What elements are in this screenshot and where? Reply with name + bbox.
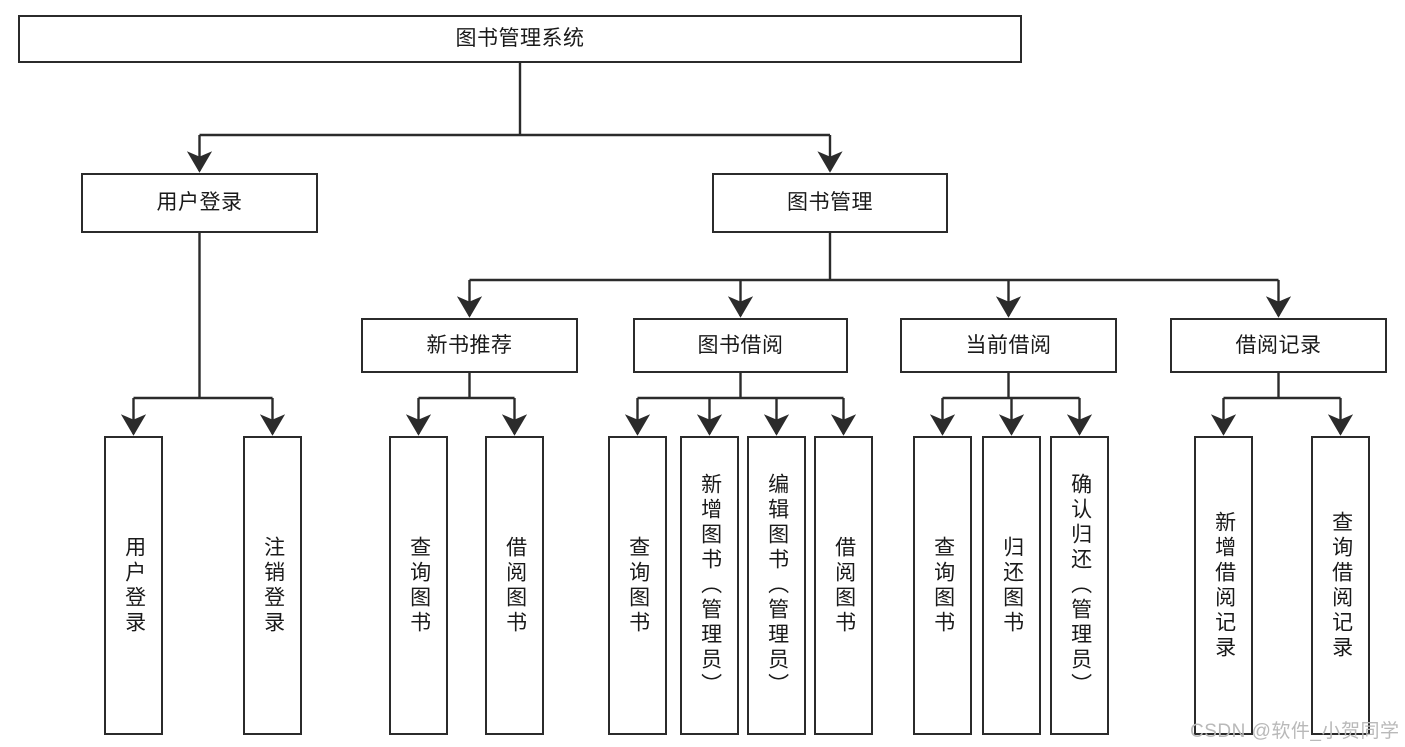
node-book-borrow[interactable]: 图书借阅 <box>633 318 848 373</box>
node-leaf-query-book-3[interactable]: 查询图书 <box>913 436 972 735</box>
node-label: 用户登录 <box>122 535 146 636</box>
node-leaf-add-book[interactable]: 新增图书（管理员） <box>680 436 739 735</box>
node-label: 当前借阅 <box>965 333 1052 357</box>
node-leaf-confirm-ret[interactable]: 确认归还（管理员） <box>1050 436 1109 735</box>
node-leaf-return-book[interactable]: 归还图书 <box>982 436 1041 735</box>
node-new-book-rec[interactable]: 新书推荐 <box>361 318 578 373</box>
node-label: 编辑图书（管理员） <box>765 473 789 698</box>
node-leaf-logout[interactable]: 注销登录 <box>243 436 302 735</box>
node-leaf-edit-book[interactable]: 编辑图书（管理员） <box>747 436 806 735</box>
node-label: 查询借阅记录 <box>1329 510 1353 661</box>
node-leaf-add-record[interactable]: 新增借阅记录 <box>1194 436 1253 735</box>
node-label: 归还图书 <box>1000 535 1024 636</box>
node-user-login[interactable]: 用户登录 <box>81 173 318 233</box>
node-label: 新书推荐 <box>426 333 513 357</box>
node-label: 查询图书 <box>407 535 431 636</box>
node-leaf-query-record[interactable]: 查询借阅记录 <box>1311 436 1370 735</box>
node-label: 查询图书 <box>626 535 650 636</box>
node-label: 图书借阅 <box>697 333 784 357</box>
node-label: 借阅记录 <box>1235 333 1322 357</box>
node-borrow-record[interactable]: 借阅记录 <box>1170 318 1387 373</box>
node-label: 借阅图书 <box>503 535 527 636</box>
node-label: 注销登录 <box>261 535 285 636</box>
node-label: 图书管理 <box>787 191 873 215</box>
node-root[interactable]: 图书管理系统 <box>18 15 1022 63</box>
node-label: 查询图书 <box>931 535 955 636</box>
node-leaf-query-book-2[interactable]: 查询图书 <box>608 436 667 735</box>
node-label: 图书管理系统 <box>455 27 585 51</box>
node-label: 新增图书（管理员） <box>698 473 722 698</box>
node-current-borrow[interactable]: 当前借阅 <box>900 318 1117 373</box>
node-label: 借阅图书 <box>832 535 856 636</box>
node-leaf-query-book-1[interactable]: 查询图书 <box>389 436 448 735</box>
node-label: 用户登录 <box>156 191 243 215</box>
node-book-manage[interactable]: 图书管理 <box>712 173 948 233</box>
node-leaf-user-login[interactable]: 用户登录 <box>104 436 163 735</box>
csdn-watermark: CSDN @软件_小贺同学 <box>1190 721 1400 742</box>
node-label: 确认归还（管理员） <box>1068 473 1092 698</box>
node-label: 新增借阅记录 <box>1212 510 1236 661</box>
node-leaf-borrow-book-2[interactable]: 借阅图书 <box>814 436 873 735</box>
node-leaf-borrow-book-1[interactable]: 借阅图书 <box>485 436 544 735</box>
